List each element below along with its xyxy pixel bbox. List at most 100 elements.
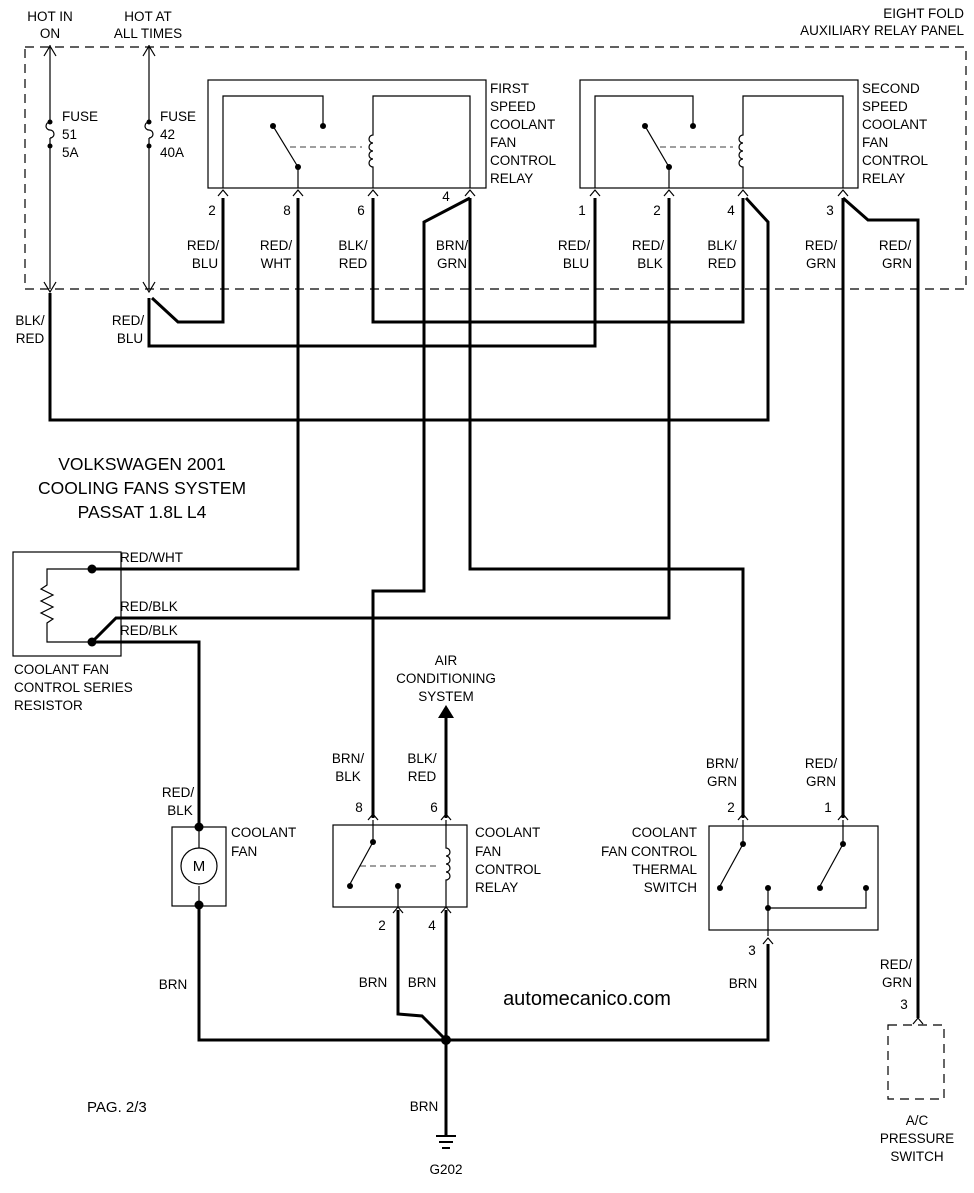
ac-system-label-1: AIR <box>435 653 458 668</box>
ac-switch-label-3: SWITCH <box>890 1149 943 1164</box>
watermark: automecanico.com <box>503 988 671 1010</box>
r1-label-4: FAN <box>490 135 516 150</box>
lower-relay-label-2: FAN <box>475 844 501 859</box>
wire-fuse51-out-2: RED <box>16 331 45 346</box>
r1-label-1: FIRST <box>490 81 529 96</box>
r1-pin-8: 8 <box>283 203 291 218</box>
thermal-pin-2: 2 <box>727 800 735 815</box>
wire-thermal-pin2-2: GRN <box>707 774 737 789</box>
first-speed-relay <box>207 79 487 197</box>
relay-panel-boundary <box>24 46 967 290</box>
wire-r2-out-1: RED/ <box>879 238 912 253</box>
wire-fuse42-out-2: BLU <box>117 331 143 346</box>
wire-relay-pin6-1: BLK/ <box>407 751 437 766</box>
r1-label-2: SPEED <box>490 99 536 114</box>
r2-pin-2: 2 <box>653 203 661 218</box>
wire-thermal-pin3: BRN <box>729 976 758 991</box>
thermal-label-2: FAN CONTROL <box>601 844 698 859</box>
hot-at-all-times-label-1: HOT AT <box>124 9 172 24</box>
wire-r1-pin2-2: BLU <box>192 256 218 271</box>
resistor-label-3: RESISTOR <box>14 698 83 713</box>
ac-switch-pin-3: 3 <box>900 997 908 1012</box>
fuse-51-label-3: 5A <box>62 145 79 160</box>
r2-label-4: FAN <box>862 135 888 150</box>
r2-label-1: SECOND <box>862 81 920 96</box>
wire-fan-out: BRN <box>159 977 188 992</box>
fuse-42-label-3: 40A <box>160 145 184 160</box>
diagram-title-1: VOLKSWAGEN 2001 <box>58 454 226 474</box>
wire-r1-pin4-2: GRN <box>437 256 467 271</box>
thermal-label-3: THERMAL <box>632 862 697 877</box>
ac-pressure-switch <box>887 1017 945 1100</box>
r2-pin-1: 1 <box>578 203 586 218</box>
r1-pin-4: 4 <box>442 189 450 204</box>
wire-fuse42-out-1: RED/ <box>112 313 145 328</box>
wire-relay-pin4: BRN <box>408 975 437 990</box>
fan-label-1: COOLANT <box>231 825 296 840</box>
hot-in-on-label-1: HOT IN <box>27 9 73 24</box>
wire-r2-pin2-2: BLK <box>637 256 663 271</box>
wire-resistor-red-blk-1: RED/BLK <box>120 599 178 614</box>
wire-thermal-pin2-1: BRN/ <box>706 756 739 771</box>
r1-label-5: CONTROL <box>490 153 556 168</box>
hot-at-all-times-label-2: ALL TIMES <box>114 26 182 41</box>
coolant-fan-motor <box>171 822 227 910</box>
wire-r2-pin1-2: BLU <box>563 256 589 271</box>
wire-fan-in-1: RED/ <box>162 785 195 800</box>
wire-relay-pin6-2: RED <box>408 769 437 784</box>
wire-resistor-red-wht: RED/WHT <box>120 550 183 565</box>
wiring-harness <box>48 196 920 1135</box>
lower-relay-pin-2: 2 <box>378 918 386 933</box>
second-speed-relay <box>579 79 859 197</box>
wire-ac-pin3-2: GRN <box>882 975 912 990</box>
wire-r2-out-2: GRN <box>882 256 912 271</box>
resistor-label-2: CONTROL SERIES <box>14 680 133 695</box>
hot-in-on-label-2: ON <box>40 26 60 41</box>
fan-label-2: FAN <box>231 844 257 859</box>
lower-relay-label-1: COOLANT <box>475 825 540 840</box>
ac-system-arrow <box>438 705 454 718</box>
wire-r1-pin6-2: RED <box>339 256 368 271</box>
wire-fan-in-2: BLK <box>167 803 193 818</box>
wire-r2-pin1-1: RED/ <box>558 238 591 253</box>
series-resistor <box>12 551 122 657</box>
r1-pin-6: 6 <box>357 203 365 218</box>
thermal-pin-3: 3 <box>748 943 756 958</box>
wire-fuse51-out-1: BLK/ <box>15 313 45 328</box>
wire-r2-pin3-1: RED/ <box>805 238 838 253</box>
r2-pin-4: 4 <box>727 203 735 218</box>
ground-label: G202 <box>429 1162 462 1177</box>
ac-system-label-2: CONDITIONING <box>396 671 496 686</box>
fuse-51-label-2: 51 <box>62 127 77 142</box>
r2-label-5: CONTROL <box>862 153 928 168</box>
lower-relay-pin-8: 8 <box>355 800 363 815</box>
wire-r2-pin4-1: BLK/ <box>707 238 737 253</box>
wire-r1-pin8-2: WHT <box>261 256 292 271</box>
lower-relay-pin-4: 4 <box>428 918 436 933</box>
lower-relay-pin-6: 6 <box>430 800 438 815</box>
r1-label-3: COOLANT <box>490 117 555 132</box>
wire-relay-pin2: BRN <box>359 975 388 990</box>
fuse-42 <box>142 44 156 294</box>
ground-symbol <box>436 1135 456 1149</box>
thermal-pin-1: 1 <box>824 800 832 815</box>
wire-ground: BRN <box>410 1099 439 1114</box>
motor-symbol: M <box>193 858 206 875</box>
thermal-label-1: COOLANT <box>632 825 697 840</box>
fuse-42-label-2: 42 <box>160 127 175 142</box>
r1-label-6: RELAY <box>490 171 533 186</box>
wire-r1-pin2-1: RED/ <box>187 238 220 253</box>
thermal-switch <box>708 813 879 945</box>
diagram-title-2: COOLING FANS SYSTEM <box>38 478 246 498</box>
wire-thermal-pin1-1: RED/ <box>805 756 838 771</box>
wire-r1-pin8-1: RED/ <box>260 238 293 253</box>
panel-label-1: EIGHT FOLD <box>883 6 964 21</box>
wire-thermal-pin1-2: GRN <box>806 774 836 789</box>
r2-label-3: COOLANT <box>862 117 927 132</box>
wire-r1-pin6-1: BLK/ <box>338 238 368 253</box>
wire-relay-pin8-2: BLK <box>335 769 361 784</box>
lower-relay-label-4: RELAY <box>475 880 518 895</box>
r2-pin-3: 3 <box>826 203 834 218</box>
ac-switch-label-2: PRESSURE <box>880 1131 954 1146</box>
